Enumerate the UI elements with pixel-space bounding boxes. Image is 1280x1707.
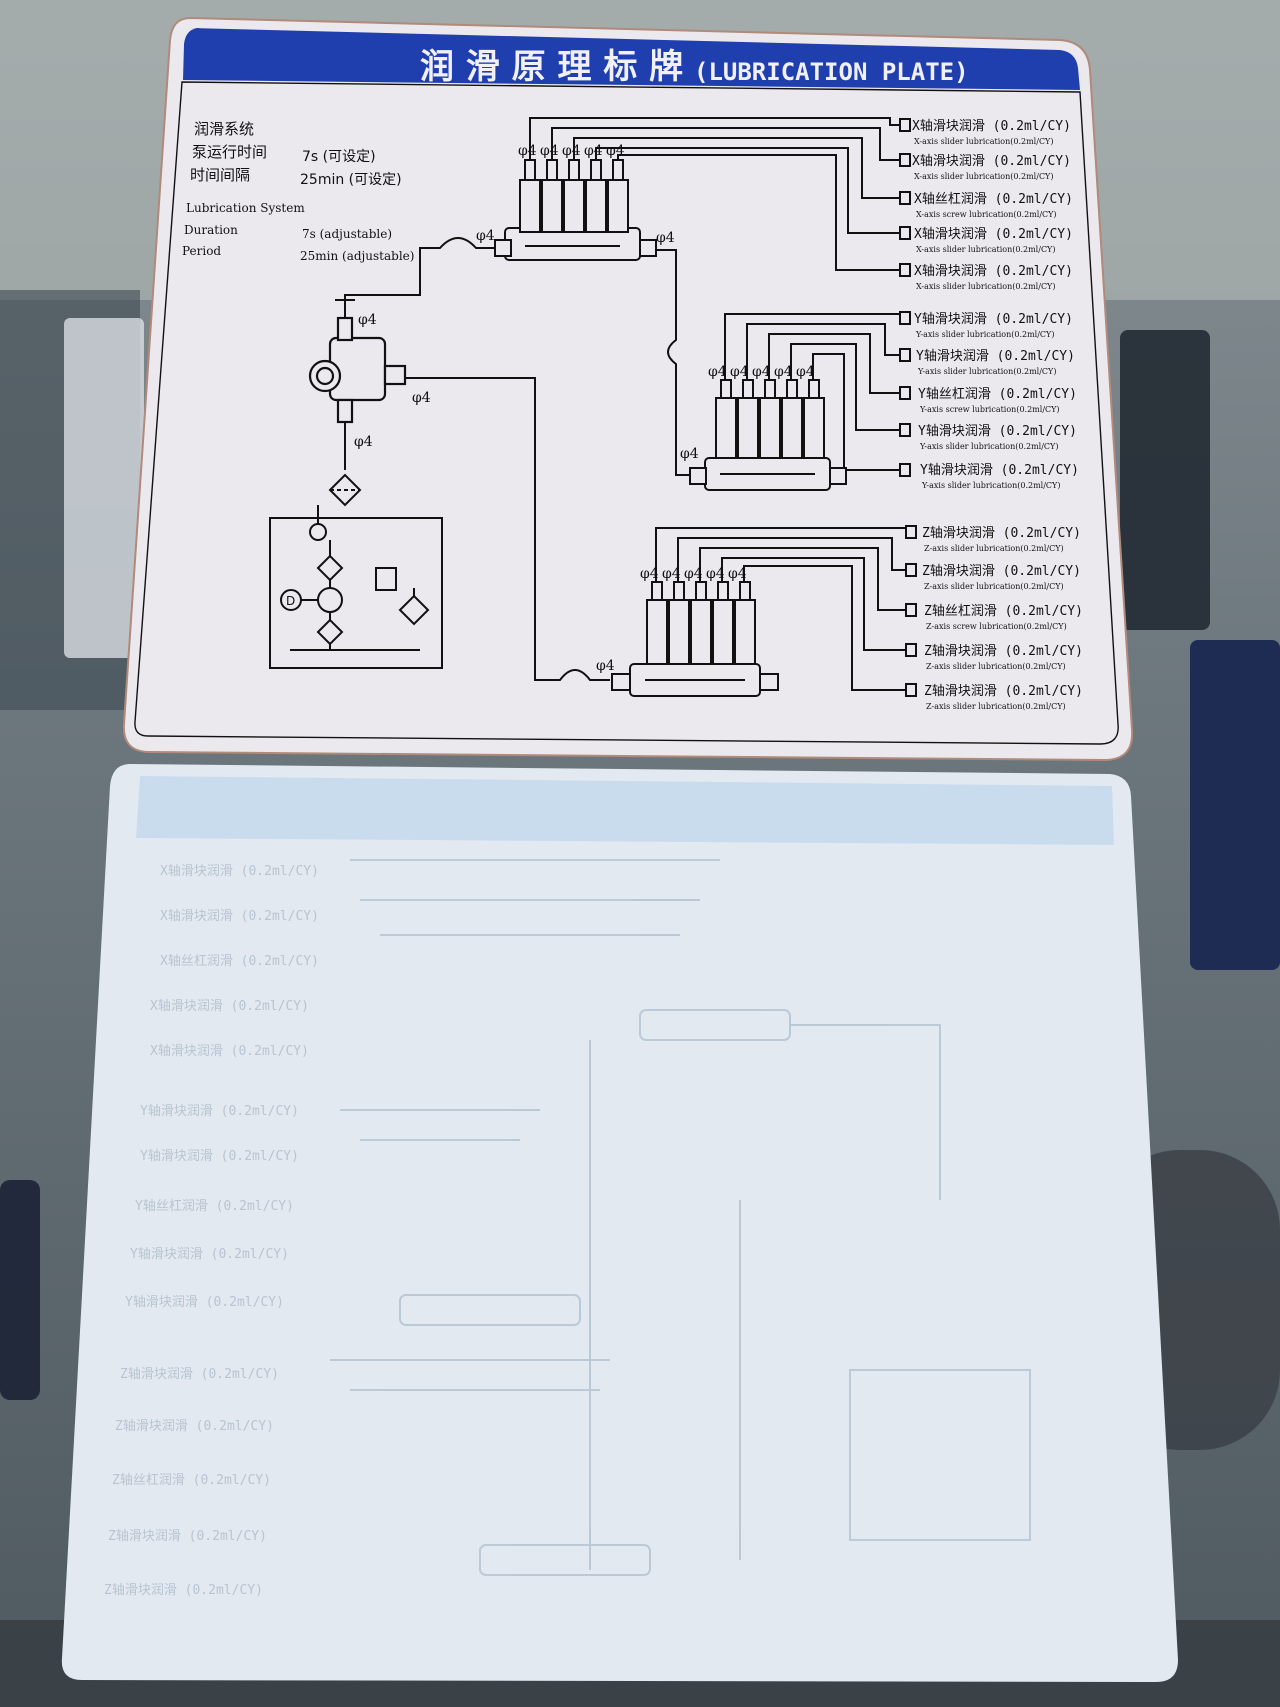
svg-text:Y轴滑块润滑 (0.2ml/CY): Y轴滑块润滑 (0.2ml/CY) (140, 1104, 299, 1119)
z-output-label-en: Z-axis slider lubrication(0.2ml/CY) (924, 544, 1064, 553)
x-output-label-en: X-axis slider lubrication(0.2ml/CY) (914, 137, 1053, 146)
svg-text:Y轴丝杠润滑 (0.2ml/CY): Y轴丝杠润滑 (0.2ml/CY) (135, 1198, 294, 1214)
pipe-size-label: φ4 (796, 364, 815, 380)
y-output-label-en: Y-axis screw lubrication(0.2ml/CY) (919, 405, 1060, 414)
plate-title-en: (LUBRICATION PLATE) (694, 58, 969, 86)
pump-unit (269, 473, 443, 669)
pipe-size-label: φ4 (584, 143, 603, 159)
pipe-size-label: φ4 (354, 434, 373, 450)
z-output-label-cn: Z轴滑块润滑 (0.2ml/CY) (924, 644, 1083, 659)
pipe-size-label: φ4 (728, 566, 747, 582)
pipe-size-label: φ4 (708, 364, 727, 380)
z-output-label-cn: Z轴丝杠润滑 (0.2ml/CY) (924, 603, 1083, 619)
pipe-size-label: φ4 (774, 364, 793, 380)
info-en-duration-value: 7s (adjustable) (302, 227, 392, 241)
pipe-size-label: φ4 (540, 143, 559, 159)
y-output-label-en: Y-axis slider lubrication(0.2ml/CY) (919, 442, 1058, 451)
pipe-size-label: φ4 (562, 143, 581, 159)
x-output-label-cn: X轴丝杠润滑 (0.2ml/CY) (914, 191, 1073, 207)
pipe-size-label: φ4 (518, 143, 537, 159)
z-output-label-cn: Z轴滑块润滑 (0.2ml/CY) (922, 564, 1081, 579)
z-distributor (611, 581, 779, 697)
x-output-label-en: X-axis slider lubrication(0.2ml/CY) (916, 245, 1055, 254)
svg-text:X轴滑块润滑 (0.2ml/CY): X轴滑块润滑 (0.2ml/CY) (160, 864, 319, 879)
svg-text:Y轴滑块润滑 (0.2ml/CY): Y轴滑块润滑 (0.2ml/CY) (130, 1247, 289, 1262)
pipe-size-label: φ4 (596, 658, 615, 674)
x-output-label-cn: X轴滑块润滑 (0.2ml/CY) (914, 227, 1073, 242)
svg-text:Z轴滑块润滑 (0.2ml/CY): Z轴滑块润滑 (0.2ml/CY) (108, 1529, 267, 1544)
plate-header (183, 28, 1080, 90)
svg-text:Z轴滑块润滑 (0.2ml/CY): Z轴滑块润滑 (0.2ml/CY) (104, 1583, 263, 1598)
pipe-size-label: φ4 (476, 228, 495, 244)
svg-text:Y轴滑块润滑 (0.2ml/CY): Y轴滑块润滑 (0.2ml/CY) (140, 1149, 299, 1164)
info-en-system: Lubrication System (186, 201, 305, 215)
y-output-label-cn: Y轴滑块润滑 (0.2ml/CY) (920, 463, 1079, 478)
svg-text:X轴丝杠润滑 (0.2ml/CY): X轴丝杠润滑 (0.2ml/CY) (160, 953, 319, 969)
info-cn-period-label: 时间间隔 (190, 166, 250, 184)
x-output-label-cn: X轴滑块润滑 (0.2ml/CY) (912, 119, 1071, 134)
pipe-size-label: φ4 (656, 230, 675, 246)
svg-text:Z轴滑块润滑 (0.2ml/CY): Z轴滑块润滑 (0.2ml/CY) (120, 1367, 279, 1382)
pipe-size-labels: φ4 φ4 φ4 φ4 φ4 φ4 φ4 φ4 φ4 φ4 φ4 φ4 φ4 φ… (354, 143, 815, 674)
y-output-labels: Y轴滑块润滑 (0.2ml/CY) Y-axis slider lubricat… (914, 312, 1079, 490)
tee-fitting (308, 316, 407, 424)
y-output-label-cn: Y轴丝杠润滑 (0.2ml/CY) (918, 386, 1077, 402)
x-output-label-cn: X轴滑块润滑 (0.2ml/CY) (914, 264, 1073, 279)
x-output-label-en: X-axis slider lubrication(0.2ml/CY) (916, 282, 1055, 291)
y-output-label-en: Y-axis slider lubrication(0.2ml/CY) (921, 481, 1060, 490)
x-output-label-cn: X轴滑块润滑 (0.2ml/CY) (912, 154, 1071, 169)
svg-text:Y轴滑块润滑 (0.2ml/CY): Y轴滑块润滑 (0.2ml/CY) (125, 1295, 284, 1310)
pipe-size-label: φ4 (752, 364, 771, 380)
z-output-label-en: Z-axis screw lubrication(0.2ml/CY) (926, 622, 1067, 631)
info-en-period-label: Period (182, 244, 221, 258)
pipe-size-label: φ4 (706, 566, 725, 582)
info-cn-system: 润滑系统 (194, 120, 254, 138)
pipe-size-label: φ4 (730, 364, 749, 380)
z-output-label-en: Z-axis slider lubrication(0.2ml/CY) (926, 662, 1066, 671)
y-output-label-cn: Y轴滑块润滑 (0.2ml/CY) (914, 312, 1073, 327)
y-output-label-cn: Y轴滑块润滑 (0.2ml/CY) (916, 349, 1075, 364)
svg-text:X轴滑块润滑 (0.2ml/CY): X轴滑块润滑 (0.2ml/CY) (160, 909, 319, 924)
y-output-label-en: Y-axis slider lubrication(0.2ml/CY) (917, 367, 1056, 376)
pipe-size-label: φ4 (606, 143, 625, 159)
info-en-period-value: 25min (adjustable) (300, 249, 414, 263)
info-en-duration-label: Duration (184, 223, 238, 237)
svg-text:Z轴滑块润滑 (0.2ml/CY): Z轴滑块润滑 (0.2ml/CY) (115, 1419, 274, 1434)
info-cn-duration-label: 泵运行时间 (192, 143, 267, 161)
y-output-label-en: Y-axis slider lubrication(0.2ml/CY) (915, 330, 1054, 339)
x-output-label-en: X-axis slider lubrication(0.2ml/CY) (914, 172, 1053, 181)
pipe-size-label: φ4 (640, 566, 659, 582)
pipe-size-label: φ4 (358, 312, 377, 328)
pipe-size-label: φ4 (680, 446, 699, 462)
pump-mark: D (286, 594, 295, 608)
info-block: 润滑系统 泵运行时间 7s (可设定) 时间间隔 25min (可设定) Lub… (182, 120, 414, 263)
plate-title-cn: 润 滑 原 理 标 牌 (420, 47, 683, 87)
svg-text:Z轴丝杠润滑 (0.2ml/CY): Z轴丝杠润滑 (0.2ml/CY) (112, 1472, 271, 1488)
x-output-labels: X轴滑块润滑 (0.2ml/CY) X-axis slider lubricat… (912, 119, 1073, 291)
y-output-label-cn: Y轴滑块润滑 (0.2ml/CY) (918, 424, 1077, 439)
z-output-label-cn: Z轴滑块润滑 (0.2ml/CY) (924, 684, 1083, 699)
info-cn-duration-value: 7s (可设定) (302, 149, 376, 165)
svg-text:X轴滑块润滑 (0.2ml/CY): X轴滑块润滑 (0.2ml/CY) (150, 1044, 309, 1059)
output-ports (899, 118, 917, 697)
svg-text:X轴滑块润滑 (0.2ml/CY): X轴滑块润滑 (0.2ml/CY) (150, 999, 309, 1014)
z-output-label-en: Z-axis slider lubrication(0.2ml/CY) (924, 582, 1064, 591)
info-cn-period-value: 25min (可设定) (300, 172, 402, 188)
z-output-labels: Z轴滑块润滑 (0.2ml/CY) Z-axis slider lubricat… (922, 526, 1083, 711)
pipe-size-label: φ4 (412, 390, 431, 406)
pipe-size-label: φ4 (684, 566, 703, 582)
x-output-label-en: X-axis screw lubrication(0.2ml/CY) (916, 210, 1057, 219)
pipe-size-label: φ4 (662, 566, 681, 582)
x-distributor (494, 159, 657, 261)
z-output-label-en: Z-axis slider lubrication(0.2ml/CY) (926, 702, 1066, 711)
y-distributor (689, 379, 847, 491)
z-output-label-cn: Z轴滑块润滑 (0.2ml/CY) (922, 526, 1081, 541)
